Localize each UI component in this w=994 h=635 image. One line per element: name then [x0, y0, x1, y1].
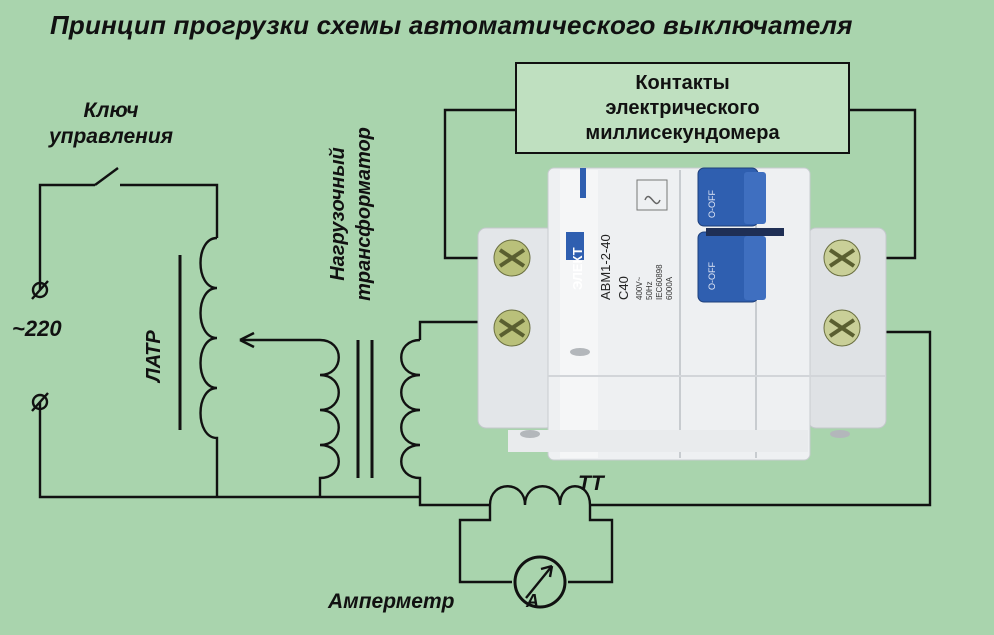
- wire-supply-bottom: [38, 402, 420, 499]
- ammeter-symbol: A: [526, 591, 539, 611]
- control-key-label-line2: управления: [48, 125, 174, 148]
- wire-key-right: [120, 183, 219, 238]
- breaker-spec-1: 400V~: [635, 276, 644, 300]
- breaker-spec-3: IEC60898: [655, 264, 664, 300]
- latr-wiper-arrow-icon: [239, 331, 255, 349]
- breaker-terminal-icon: [493, 239, 861, 347]
- circuit-breaker: [477, 167, 887, 461]
- ammeter-label: Амперметр: [328, 590, 455, 613]
- ct-label: ТТ: [578, 472, 604, 495]
- breaker-spec-2: 50Hz: [645, 281, 654, 300]
- transformer-label-line1: Нагрузочный: [327, 147, 349, 281]
- meter-box-line2: электрического: [605, 96, 760, 119]
- millisecond-meter-box: Контакты электрического миллисекундомера: [515, 62, 850, 154]
- transformer-label-line2: трансформатор: [353, 127, 375, 301]
- latr-label: ЛАТР: [143, 330, 165, 382]
- breaker-spec-4: 6000A: [665, 276, 674, 300]
- ct-coil-icon: [488, 485, 592, 506]
- wire-key-left: [38, 183, 95, 290]
- meter-box-line3: миллисекундомера: [585, 121, 780, 144]
- control-key-label: Ключ управления: [26, 98, 196, 150]
- wire-ct-to-breaker: [590, 330, 932, 507]
- control-key-icon: [94, 167, 119, 186]
- transformer-primary-coil-icon: [318, 338, 340, 497]
- terminal-bottom-icon: [31, 393, 49, 411]
- control-key-label-line1: Ключ: [83, 99, 139, 122]
- ammeter-icon: [513, 555, 567, 609]
- wire-meter-left: [443, 108, 515, 260]
- meter-box-line1: Контакты: [635, 71, 730, 94]
- breaker-model: АВМ1-2-40: [598, 234, 613, 300]
- terminal-top-icon: [31, 281, 49, 299]
- transformer-label: Нагрузочный трансформатор: [325, 105, 377, 323]
- breaker-brand: ЭЛЕКТ: [570, 247, 585, 290]
- latr-coil-icon: [199, 236, 219, 497]
- voltage-label: ~220: [12, 316, 62, 341]
- wire-secondary-top: [418, 320, 480, 340]
- breaker-rating: C40: [616, 276, 631, 300]
- breaker-switch-text-bottom: O-OFF: [707, 262, 717, 290]
- page-title: Принцип прогрузки схемы автоматического …: [50, 10, 853, 40]
- transformer-secondary-coil-icon: [400, 338, 490, 507]
- breaker-switch-text-top: O-OFF: [707, 190, 717, 218]
- wire-ammeter-loop: [458, 505, 614, 584]
- wire-meter-right: [850, 108, 917, 260]
